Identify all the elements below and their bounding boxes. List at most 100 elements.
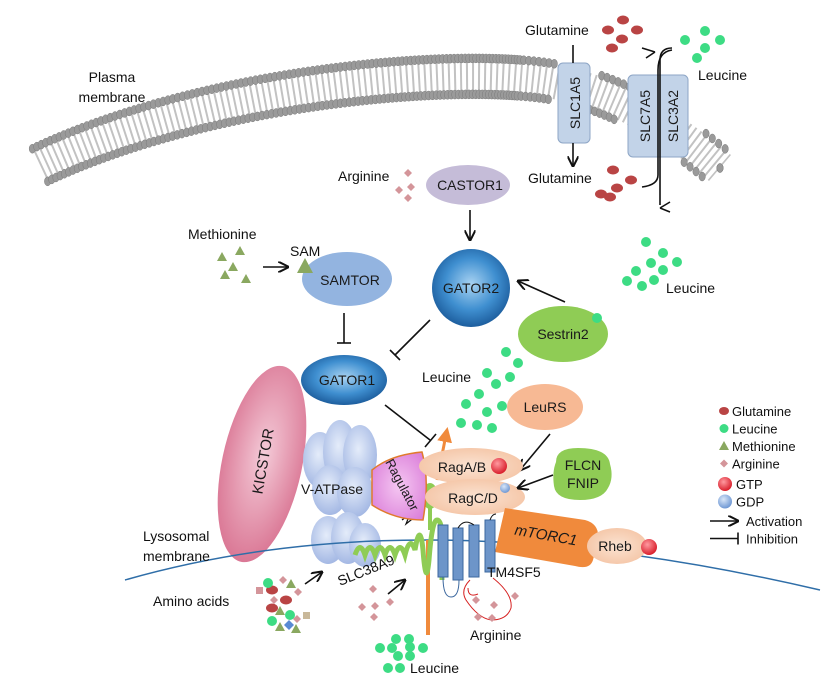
lipid-head — [692, 166, 700, 177]
leucine-cytosol-right-label: Leucine — [666, 280, 715, 296]
leucine-molecule — [658, 248, 668, 258]
leucine-outside-label: Leucine — [698, 67, 747, 83]
leucine-cluster-cytosol-right — [622, 237, 682, 291]
leucine-molecule — [395, 663, 405, 673]
legend-item: Leucine — [719, 422, 778, 437]
leucine-molecule — [501, 347, 511, 357]
arginine-molecule — [294, 588, 302, 596]
methionine-molecule — [220, 270, 230, 279]
lipid-head — [721, 144, 729, 154]
arginine-molecule — [511, 592, 519, 600]
ragulator-node: Ragulator — [371, 451, 428, 521]
samtor-label: SAMTOR — [320, 272, 380, 288]
glutamine-cluster-inside — [595, 165, 637, 202]
leucine-influx-arrowhead — [659, 201, 671, 213]
leucine-molecule — [267, 616, 277, 626]
methionine-legend-icon — [719, 441, 729, 450]
leucine-molecule — [700, 26, 710, 36]
sestrin2-node: Sestrin2 — [518, 306, 608, 362]
legend-item: GDP — [718, 494, 764, 510]
tm4sf5-protein: TM4SF5 — [437, 513, 541, 598]
leucine-legend-icon — [719, 424, 729, 433]
leucine-molecule — [375, 643, 385, 653]
methionine-cluster — [217, 246, 251, 283]
legend-label: Glutamine — [732, 404, 791, 419]
leucine-molecule — [513, 358, 523, 368]
mtorc1-node: mTORC1 — [495, 508, 599, 568]
legend: GlutamineLeucineMethionineArginineGTPGDP… — [710, 404, 802, 547]
arginine-molecule — [404, 169, 412, 177]
leucine-molecule — [692, 53, 702, 63]
plasma-membrane-label-1: Plasma — [89, 69, 136, 85]
gator1-inhibits-rag — [384, 404, 431, 441]
arginine-molecule — [386, 598, 394, 606]
vatpase-label: V-ATPase — [301, 481, 363, 497]
lipid-head — [680, 157, 688, 167]
sestrin2-label: Sestrin2 — [537, 326, 589, 342]
methionine-label: Methionine — [188, 226, 257, 242]
arginine-cluster-tm4sf5 — [472, 592, 519, 622]
lipid-head — [708, 133, 716, 144]
leucine-molecule — [456, 418, 466, 428]
glutamine-legend-icon — [719, 407, 729, 415]
arginine-molecule — [472, 596, 480, 604]
lipid-head — [550, 59, 558, 69]
leucine-cluster-lumen — [375, 634, 428, 673]
kicstor-node: KICSTOR — [217, 365, 307, 563]
glutamine-efflux-path — [641, 49, 673, 188]
leucine-molecule — [383, 663, 393, 673]
leucine-molecule — [285, 610, 295, 620]
methionine-molecule — [291, 624, 301, 633]
leucine-molecule — [387, 643, 397, 653]
slc7a5-label: SLC7A5 — [637, 90, 653, 142]
ragcd-label: RagC/D — [448, 490, 498, 506]
sestrin2-to-gator2-arrow — [518, 281, 566, 303]
plasma-membrane-label-2: membrane — [79, 89, 146, 105]
tm4sf5-arginine-loop — [463, 577, 512, 621]
slc1a5-label: SLC1A5 — [567, 77, 583, 129]
sam-molecule — [297, 258, 313, 273]
glutamine-molecule — [595, 189, 607, 199]
arginine-cluster-castor — [395, 169, 415, 202]
samtor-node: SAMTOR — [302, 252, 392, 306]
ragab-label: RagA/B — [438, 459, 486, 475]
glutamine-molecule — [604, 192, 616, 202]
lipid-head — [702, 128, 710, 139]
arginine-molecule — [370, 613, 378, 621]
leucine-molecule — [641, 237, 651, 247]
methionine-molecule — [217, 252, 227, 261]
lysosomal-membrane-label-2: membrane — [143, 548, 210, 564]
glutamine-molecule — [611, 183, 623, 193]
glutamine-molecule — [625, 175, 637, 185]
arginine-castor-label: Arginine — [338, 168, 390, 184]
leurs-node: LeuRS — [507, 384, 583, 430]
arginine-molecule — [371, 602, 379, 610]
leucine-molecule — [715, 35, 725, 45]
leucine-molecule — [474, 389, 484, 399]
legend-item: Glutamine — [719, 404, 791, 419]
glutamine-molecule — [631, 25, 643, 35]
lipid-head — [544, 94, 552, 105]
leucine-molecule — [658, 265, 668, 275]
legend-label: Activation — [746, 514, 802, 529]
amino-acid-mix-cluster — [256, 576, 310, 633]
glutamine-efflux-arrowhead — [641, 47, 656, 59]
legend-label: Inhibition — [746, 532, 798, 547]
methionine-molecule — [275, 606, 285, 615]
leucine-molecule — [391, 634, 401, 644]
legend-item: Activation — [710, 514, 802, 529]
methionine-molecule — [275, 622, 285, 631]
lipid-head — [686, 162, 694, 172]
leucine-molecule — [405, 651, 415, 661]
gator1-node: GATOR1 — [301, 355, 387, 405]
leucine-molecule — [405, 642, 415, 652]
leucine-molecule — [491, 379, 501, 389]
arginine-molecule — [369, 585, 377, 593]
ragcd-node: RagC/D — [425, 479, 525, 515]
arginine-molecule — [490, 601, 498, 609]
leucine-cluster-cytosol — [456, 347, 523, 433]
gator1-label: GATOR1 — [319, 372, 375, 388]
gator2-node: GATOR2 — [432, 249, 510, 327]
arginine-molecule — [404, 194, 412, 202]
leucine-molecule — [404, 634, 414, 644]
